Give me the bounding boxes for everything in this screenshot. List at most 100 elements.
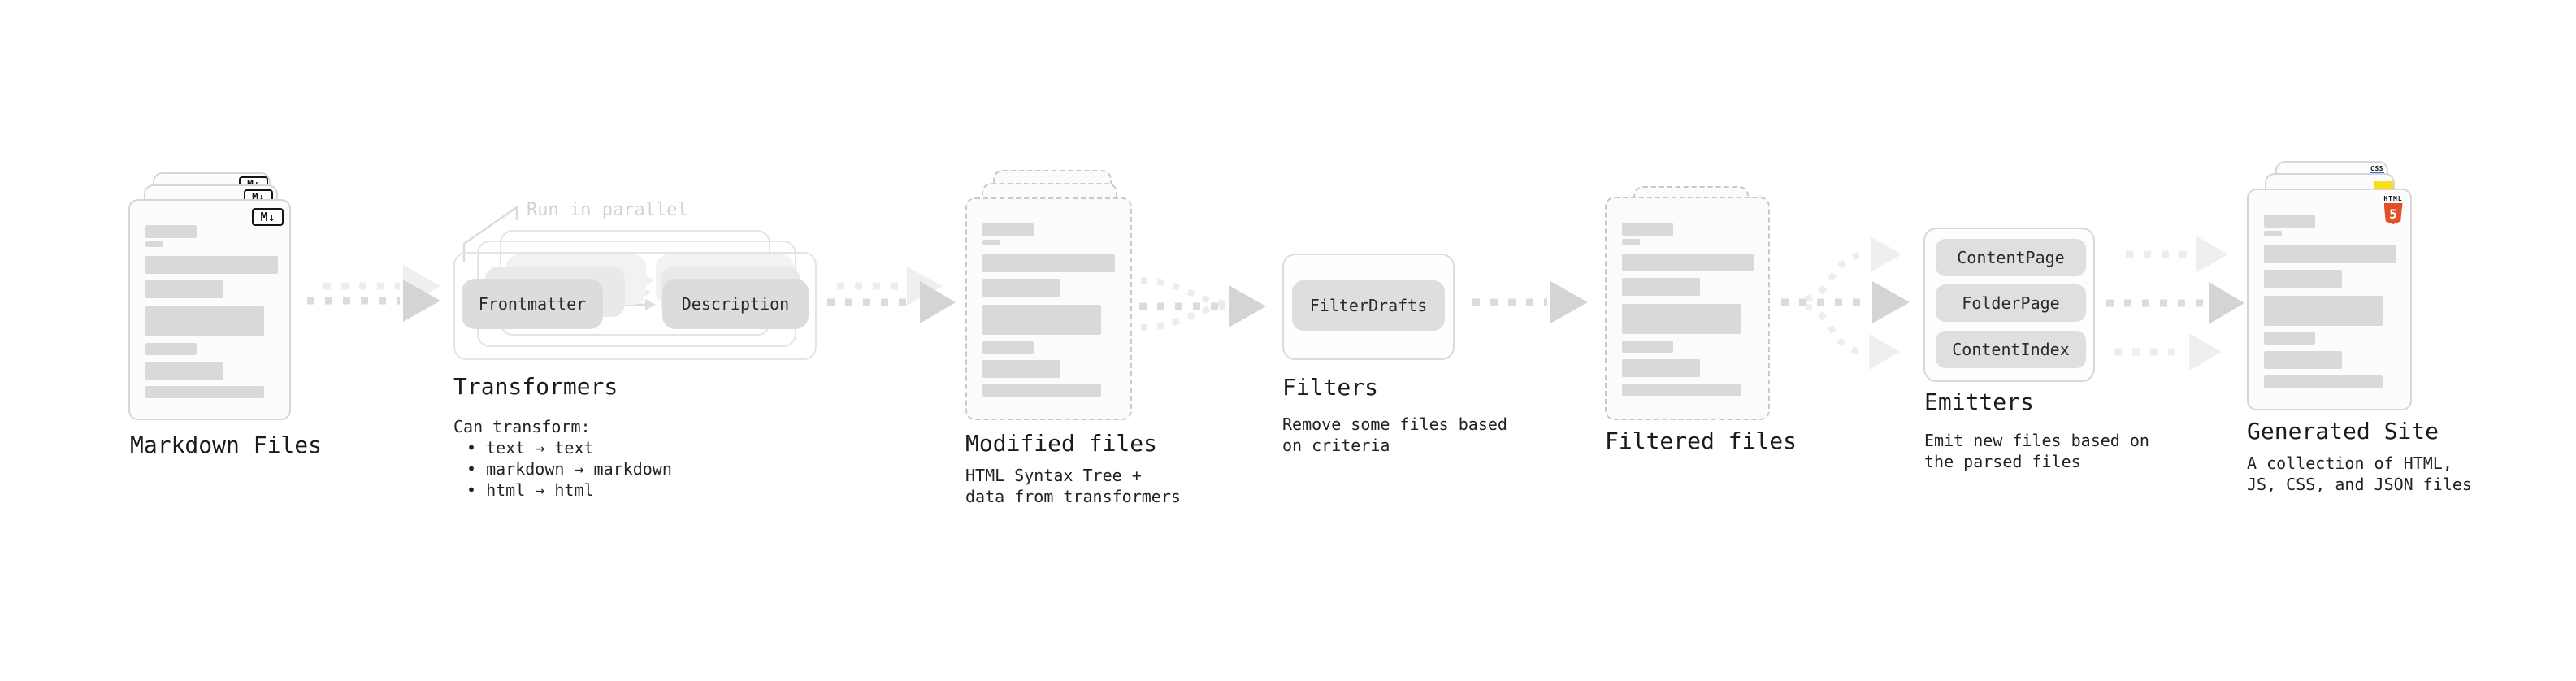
file-card-front (1605, 197, 1770, 420)
caption-line: Emit new files based on (1924, 431, 2149, 450)
modified-files-caption: HTML Syntax Tree + data from transformer… (965, 465, 1181, 507)
content-bar (2264, 245, 2396, 263)
content-bar (145, 386, 264, 398)
content-bar (982, 341, 1034, 354)
content-bar (1622, 340, 1673, 353)
file-content-placeholder (2249, 190, 2410, 409)
generated-site-caption: A collection of HTML, JS, CSS, and JSON … (2247, 453, 2472, 495)
file-content-placeholder (967, 199, 1130, 419)
flow-arrow-filters-to-filtered (1472, 281, 1588, 323)
split-curve-bottom (1804, 303, 1867, 356)
html5-icon-number: 5 (2389, 206, 2397, 222)
run-in-parallel-annotation: Run in parallel (527, 200, 688, 220)
description-pill: Description (662, 279, 809, 329)
content-bar (1622, 278, 1700, 296)
content-bar (145, 306, 264, 336)
filters-caption: Remove some files based on criteria (1282, 414, 1507, 456)
content-bar (982, 384, 1101, 397)
file-card-front (965, 197, 1132, 420)
caption-line: HTML Syntax Tree + (965, 466, 1142, 485)
arrowhead-dark (920, 281, 956, 323)
file-card-front: M↓ (128, 199, 291, 420)
caption-line: Can transform: (453, 417, 591, 436)
content-bar (982, 305, 1101, 335)
content-bar (1622, 384, 1741, 396)
arrowhead-dark-middle (2209, 282, 2244, 324)
content-bar (2264, 270, 2342, 288)
caption-line: on criteria (1282, 436, 1390, 455)
frontmatter-pill: Frontmatter (462, 279, 603, 329)
markdown-files-label: Markdown Files (130, 432, 323, 458)
content-bar (2264, 351, 2342, 369)
arrowhead-dark (1872, 281, 1910, 323)
caption-bullet: • html → html (466, 480, 594, 500)
content-bar (2264, 231, 2282, 236)
content-bar (1622, 254, 1754, 271)
content-bar (145, 280, 223, 298)
content-bar (1622, 359, 1700, 377)
content-bar (145, 256, 278, 274)
content-bar (2264, 215, 2315, 228)
mini-arrowhead-bottom (645, 299, 656, 310)
flow-arrow-modified-to-filters (1139, 277, 1266, 331)
generated-site-label: Generated Site (2247, 418, 2439, 445)
html5-icon-label: HTML (2383, 195, 2403, 202)
transformers-caption: Can transform: • text → text • markdown … (453, 416, 672, 501)
flow-arrow-markdown-to-transformers (307, 265, 440, 322)
arrowhead-dark (1229, 285, 1266, 327)
transformer-card-front (453, 252, 817, 360)
caption-bullet: • markdown → markdown (466, 459, 672, 479)
transformers-label: Transformers (453, 373, 618, 400)
file-content-placeholder (1607, 198, 1768, 419)
emitters-card: ContentPage FolderPage ContentIndex (1923, 228, 2095, 382)
content-bar (982, 240, 1000, 245)
filterdrafts-pill: FilterDrafts (1292, 280, 1445, 331)
css-icon-label: CSS (2370, 165, 2383, 172)
content-bar (145, 225, 197, 238)
contentpage-pill: ContentPage (1936, 239, 2086, 276)
merge-curve-top (1140, 277, 1229, 307)
arrowhead-dark (1550, 281, 1588, 323)
content-bar (982, 279, 1060, 297)
content-bar (2264, 296, 2383, 326)
content-bar (1622, 239, 1640, 245)
file-card-front: HTML 5 (2247, 189, 2412, 410)
modified-files-label: Modified files (965, 430, 1158, 457)
contentindex-pill: ContentIndex (1936, 331, 2086, 368)
mini-arrowhead-top (644, 275, 655, 286)
html5-icon: HTML 5 (2383, 195, 2404, 224)
content-bar (2264, 375, 2383, 388)
content-bar (982, 223, 1034, 236)
file-content-placeholder (130, 201, 289, 419)
markdown-icon: M↓ (252, 208, 284, 226)
content-bar (2264, 332, 2315, 345)
caption-line: Remove some files based (1282, 414, 1507, 434)
emitters-caption: Emit new files based on the parsed files (1924, 430, 2149, 472)
filters-label: Filters (1282, 374, 1379, 401)
caption-line: JS, CSS, and JSON files (2247, 475, 2472, 494)
caption-bullet: • text → text (466, 438, 594, 458)
arrowhead-light-bottom (2189, 333, 2222, 371)
content-bar (145, 362, 223, 380)
caption-line: A collection of HTML, (2247, 453, 2452, 473)
content-bar (145, 241, 163, 247)
folderpage-pill: FolderPage (1936, 284, 2086, 322)
filtered-files-label: Filtered files (1605, 427, 1798, 454)
caption-line: data from transformers (965, 487, 1181, 506)
emitters-label: Emitters (1924, 388, 2034, 415)
flow-arrow-filtered-to-emitters (1781, 236, 1910, 370)
content-bar (982, 360, 1060, 378)
flow-arrow-emitters-to-generated (2106, 236, 2244, 371)
arrowhead-light-top (2196, 236, 2228, 273)
arrowhead-light-bottom (1869, 334, 1900, 370)
arrowhead-dark (403, 280, 440, 322)
arrowhead-light-top (1871, 236, 1902, 272)
flow-arrow-transformers-to-modified (827, 267, 956, 323)
html5-icon-shield: 5 (2383, 203, 2403, 224)
content-bar (1622, 304, 1741, 334)
content-bar (1622, 223, 1673, 236)
caption-line: the parsed files (1924, 452, 2081, 471)
split-curve-top (1805, 250, 1870, 302)
